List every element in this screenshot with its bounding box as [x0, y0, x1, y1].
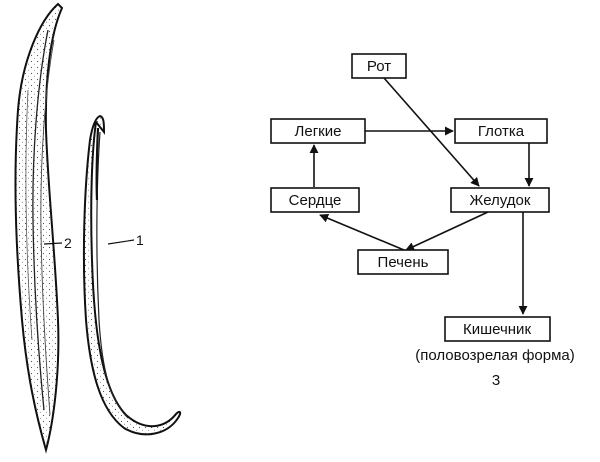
node-mouth: Рот — [352, 54, 406, 78]
migration-flow-diagram: Рот Легкие Глотка Сердце Желудок Печень … — [271, 54, 575, 389]
node-heart: Сердце — [271, 188, 359, 212]
larva-worm-illustration: 1 — [84, 116, 180, 434]
node-mouth-label: Рот — [367, 58, 391, 75]
node-heart-label: Сердце — [289, 192, 342, 209]
node-liver: Печень — [358, 250, 448, 274]
node-intestine-label: Кишечник — [463, 321, 531, 338]
node-pharynx: Глотка — [455, 119, 547, 143]
adult-worm-label: 2 — [64, 235, 72, 251]
larva-worm-label: 1 — [136, 232, 144, 248]
node-intestine: Кишечник — [445, 317, 550, 341]
node-liver-label: Печень — [378, 254, 429, 271]
node-pharynx-label: Глотка — [478, 123, 525, 140]
adult-worm-body — [15, 4, 62, 450]
larva-worm-leader-line — [108, 240, 134, 244]
arrow-liver-to-heart — [320, 215, 404, 250]
larva-worm-oesophagus — [97, 128, 98, 200]
arrow-stomach-to-liver — [406, 212, 488, 250]
node-stomach-label: Желудок — [470, 192, 531, 209]
node-lungs-label: Легкие — [295, 123, 342, 140]
adult-worm-illustration: 2 — [15, 4, 72, 450]
node-stomach: Желудок — [451, 188, 549, 212]
node-lungs: Легкие — [271, 119, 365, 143]
flow-caption: (половозрелая форма) — [415, 347, 575, 364]
figure-number: 3 — [492, 372, 500, 389]
